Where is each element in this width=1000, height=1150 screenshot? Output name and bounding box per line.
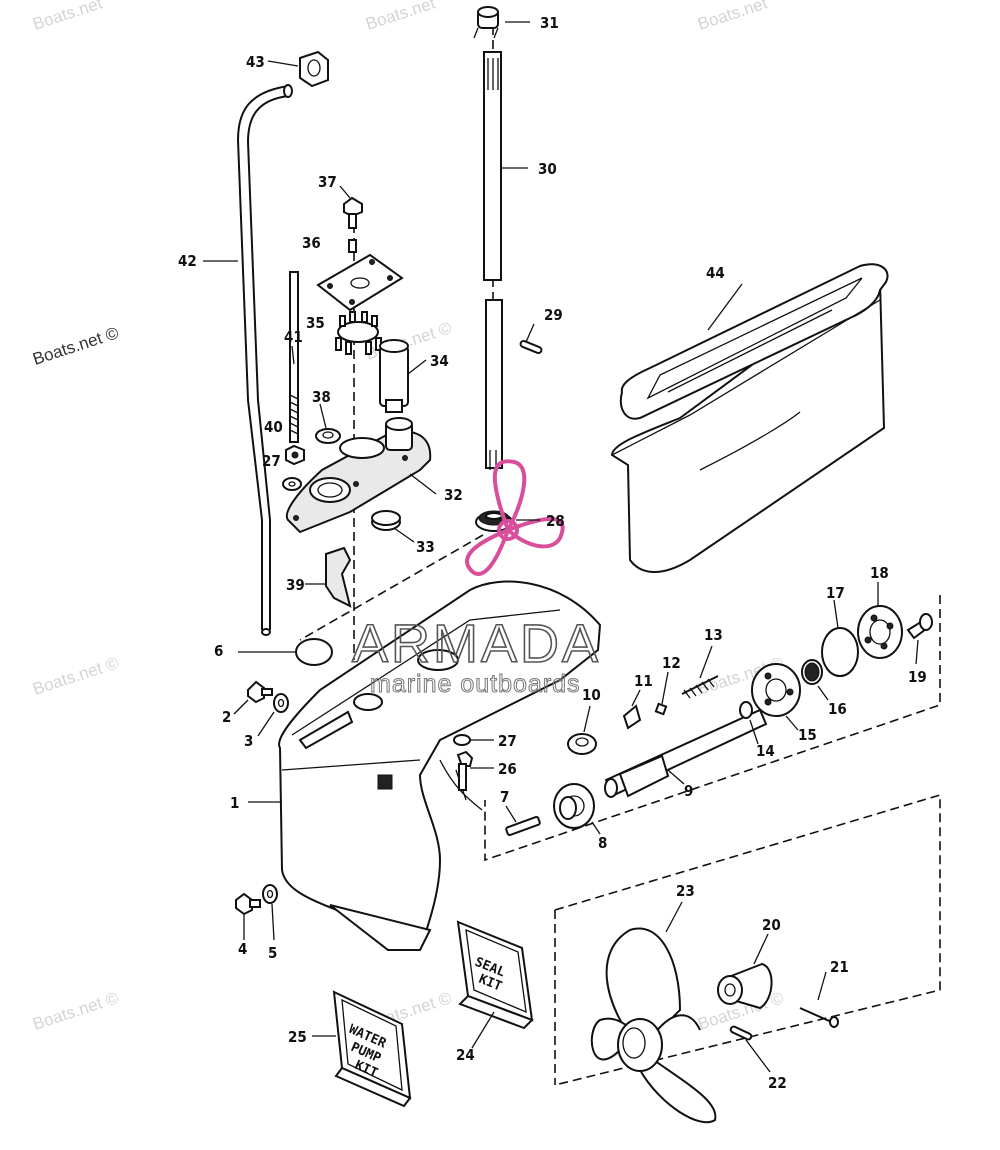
watermark: Boats.net	[695, 0, 769, 34]
seal	[371, 510, 401, 531]
callout-40: 40	[264, 418, 283, 436]
callout-27-upper: 27	[262, 452, 281, 470]
callout-3: 3	[244, 732, 253, 750]
callout-36: 36	[302, 234, 321, 252]
bearing-carrier-assembly	[739, 605, 933, 719]
callout-39: 39	[286, 576, 305, 594]
callout-4: 4	[238, 940, 247, 958]
callout-19: 19	[908, 668, 927, 686]
callout-41: 41	[284, 328, 303, 346]
callout-24: 24	[456, 1046, 475, 1064]
screw-26	[453, 734, 474, 791]
callout-5: 5	[268, 944, 277, 962]
callout-34: 34	[430, 352, 449, 370]
bearing	[475, 510, 513, 532]
callout-13: 13	[704, 626, 723, 644]
propeller	[590, 927, 717, 1124]
screw-bottom-left	[235, 884, 278, 916]
propeller-nut-cone	[717, 962, 773, 1010]
callout-27-lower: 27	[498, 732, 517, 750]
callout-30: 30	[538, 160, 557, 178]
propeller-bolt	[799, 1007, 839, 1028]
callout-33: 33	[416, 538, 435, 556]
brand-name: ARMADA	[352, 614, 601, 674]
callout-17: 17	[826, 584, 845, 602]
callout-44: 44	[706, 264, 725, 282]
pin	[519, 340, 543, 354]
gearcase-housing	[278, 580, 602, 951]
callout-21: 21	[830, 958, 849, 976]
callout-10: 10	[582, 686, 601, 704]
callout-12: 12	[662, 654, 681, 672]
water-tube	[236, 84, 293, 636]
callout-1: 1	[230, 794, 239, 812]
brand-subtitle: marine outboards	[370, 670, 581, 698]
watermark: Boats.net	[363, 0, 437, 34]
callout-32: 32	[444, 486, 463, 504]
callout-37: 37	[318, 173, 337, 191]
callout-28: 28	[546, 512, 565, 530]
callout-8: 8	[598, 834, 607, 852]
callout-14: 14	[756, 742, 775, 760]
propeller-logo-icon	[465, 459, 565, 576]
leader-lines	[203, 21, 919, 1073]
callout-43: 43	[246, 53, 265, 71]
callout-22: 22	[768, 1074, 787, 1092]
driveshaft	[473, 6, 503, 470]
screw-left-top	[247, 680, 289, 713]
armada-logo: ARMADA marine outboards	[351, 459, 601, 699]
callout-11: 11	[634, 672, 653, 690]
water-tube-seal	[315, 339, 409, 444]
watermark: Boats.net ©	[30, 653, 121, 699]
callout-2: 2	[222, 708, 231, 726]
seal-kit-box: SEAL KIT	[456, 920, 534, 1030]
callout-31: 31	[540, 14, 559, 32]
retainer-clip	[325, 546, 352, 608]
o-ring	[295, 638, 333, 666]
propeller-shaft-assembly	[505, 708, 768, 837]
callout-25: 25	[288, 1028, 307, 1046]
callout-35: 35	[306, 314, 325, 332]
callout-6: 6	[214, 642, 223, 660]
callout-16: 16	[828, 700, 847, 718]
callout-42: 42	[178, 252, 197, 270]
callout-29: 29	[544, 306, 563, 324]
shear-pin	[729, 1025, 753, 1041]
driveshaft-housing-cover	[610, 263, 889, 574]
water-pump-kit-box: WATER PUMP KIT	[332, 990, 412, 1108]
stud	[282, 271, 305, 491]
callout-20: 20	[762, 916, 781, 934]
shift-parts	[567, 675, 719, 755]
watermark-dark: Boats.net ©	[30, 323, 121, 369]
callout-numbers: 43 42 31 30 37 36 29 44 35 41 34 38 40 2…	[178, 14, 927, 1092]
watermark: Boats.net	[30, 0, 104, 34]
callout-38: 38	[312, 388, 331, 406]
callout-9: 9	[684, 782, 693, 800]
callout-26: 26	[498, 760, 517, 778]
grommet	[299, 50, 329, 88]
callout-15: 15	[798, 726, 817, 744]
watermark: Boats.net ©	[30, 988, 121, 1034]
pump-base	[285, 417, 432, 534]
water-pump-parts	[316, 196, 404, 355]
callout-7: 7	[500, 788, 509, 806]
callout-18: 18	[870, 564, 889, 582]
callout-23: 23	[676, 882, 695, 900]
